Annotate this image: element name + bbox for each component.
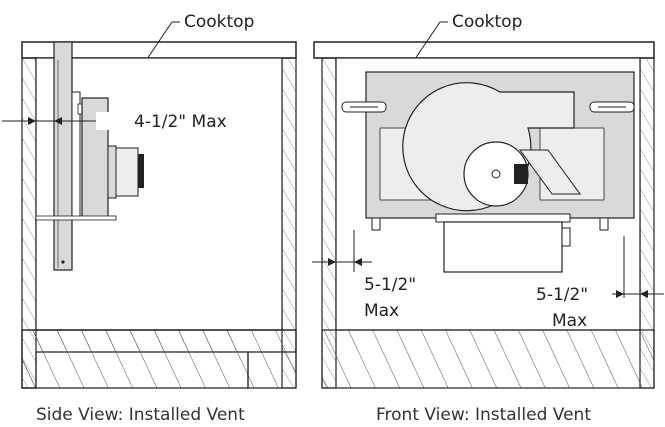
side-view-caption: Side View: Installed Vent: [36, 405, 245, 425]
front-vent-base: [435, 213, 571, 223]
front-view: Cooktop 5-1/2" Max 5-1/2" Max: [312, 12, 664, 389]
side-cooktop-leader: [144, 21, 180, 63]
front-cooktop-label: Cooktop: [452, 12, 522, 32]
front-dim-right-unit: Max: [552, 311, 587, 331]
front-transition-box: [443, 221, 563, 273]
side-motor: [107, 145, 117, 199]
front-dim-right-value: 5-1/2": [536, 285, 588, 305]
side-view: Cooktop 4-1/2" Max: [2, 12, 297, 389]
front-cooktop-leader: [412, 21, 448, 63]
front-dim-left-unit: Max: [364, 301, 399, 321]
side-cooktop-label: Cooktop: [184, 12, 254, 32]
front-dim-left-value: 5-1/2": [364, 275, 416, 295]
front-cabinet-base: [321, 329, 655, 389]
side-vent-duct: [53, 41, 73, 271]
front-countertop: [313, 41, 655, 59]
front-view-caption: Front View: Installed Vent: [376, 405, 591, 425]
side-dimension-label: 4-1/2" Max: [134, 112, 227, 132]
